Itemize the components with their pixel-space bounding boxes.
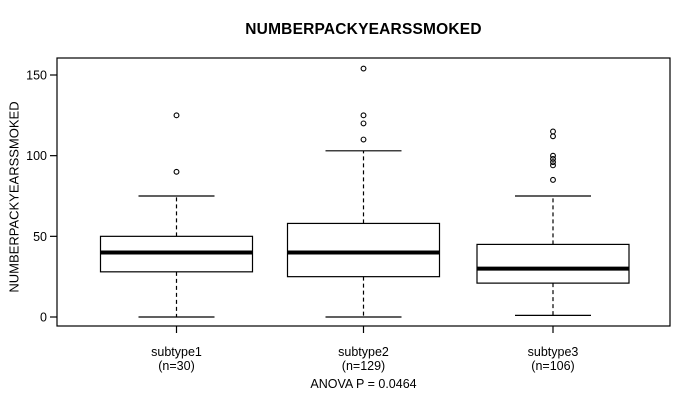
- outlier-point: [550, 176, 556, 183]
- outlier-point: [550, 133, 556, 140]
- chart-title: NUMBERPACKYEARSSMOKED: [245, 21, 482, 38]
- outlier-point: [360, 65, 367, 72]
- y-tick-label: 50: [33, 230, 47, 244]
- x-category-label: subtype3: [528, 345, 579, 359]
- iqr-box: [286, 222, 441, 278]
- x-category-sublabel: (n=106): [531, 359, 574, 373]
- y-tick-label: 0: [40, 311, 47, 325]
- iqr-box: [476, 243, 630, 284]
- outlier-point: [360, 136, 367, 143]
- x-category-label: subtype2: [338, 345, 389, 359]
- outlier-point: [550, 159, 556, 166]
- y-tick-label: 150: [26, 69, 47, 83]
- outlier-point: [550, 152, 556, 159]
- x-category-sublabel: (n=129): [342, 359, 385, 373]
- outlier-point: [360, 112, 367, 119]
- outlier-point: [360, 120, 367, 127]
- outlier-point: [173, 168, 180, 175]
- outlier-point: [550, 128, 556, 135]
- x-category-sublabel: (n=30): [158, 359, 194, 373]
- x-category-label: subtype1: [151, 345, 202, 359]
- y-tick-label: 100: [26, 149, 47, 163]
- outlier-point: [550, 155, 556, 162]
- outlier-point: [550, 162, 556, 169]
- outlier-point: [173, 112, 180, 119]
- anova-annotation: ANOVA P = 0.0464: [310, 377, 417, 391]
